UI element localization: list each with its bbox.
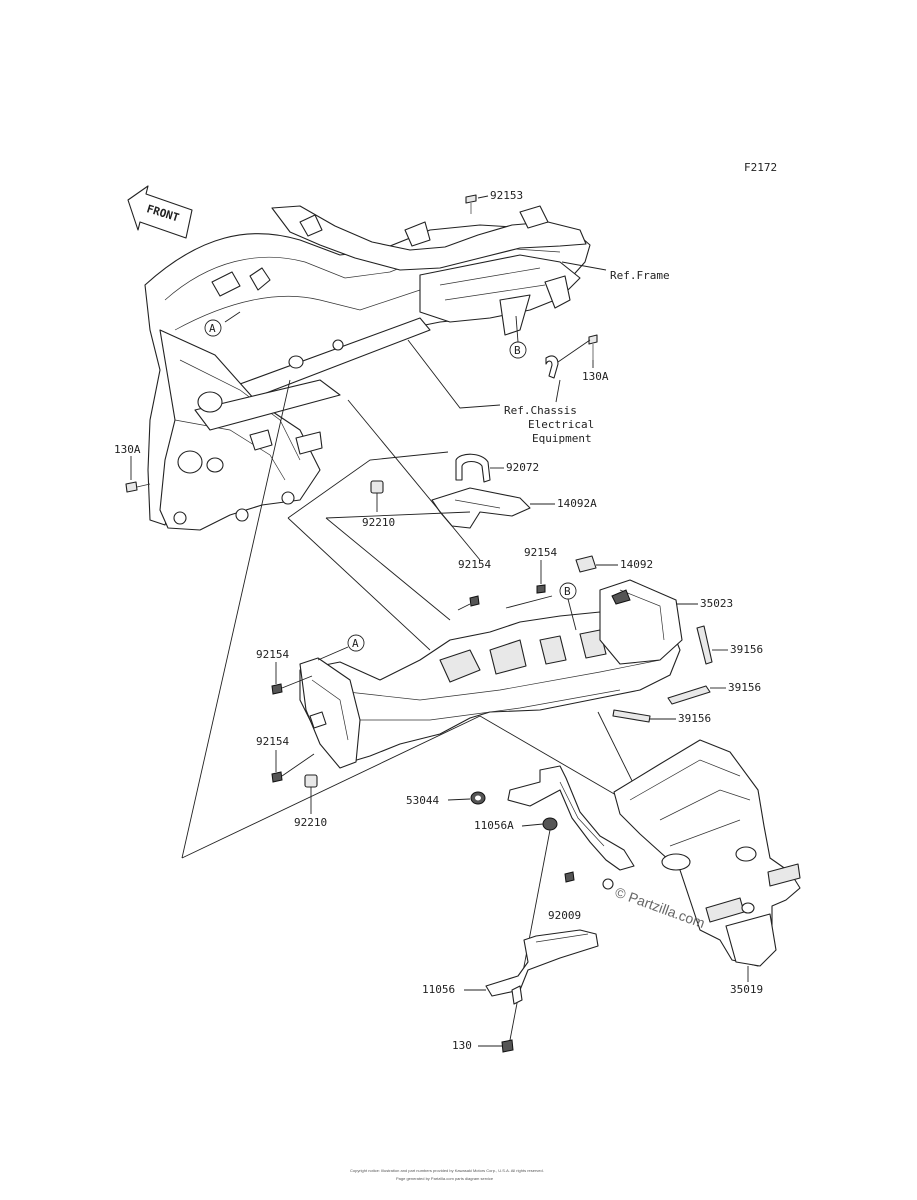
part-39156-a: 39156: [730, 643, 763, 656]
diagram-code: F2172: [744, 161, 777, 174]
part-92154-c: 92154: [256, 648, 289, 661]
part-130a-left: 130A: [114, 443, 141, 456]
part-92154-d: 92154: [256, 735, 289, 748]
part-14092: 14092: [620, 558, 653, 571]
part-39156-c: 39156: [678, 712, 711, 725]
part-130: 130: [452, 1039, 472, 1052]
part-92210-bot: 92210: [294, 816, 327, 829]
callout-a-frame-label: A: [209, 322, 216, 335]
callout-b-frame-label: B: [514, 344, 521, 357]
part-92072: 92072: [506, 461, 539, 474]
part-92154-a: 92154: [458, 558, 491, 571]
spacer-92210-bot-icon: [304, 774, 318, 788]
front-arrow-icon: FRONT: [127, 185, 193, 239]
part-92210-top: 92210: [362, 516, 395, 529]
bolt-92153-icon: [465, 194, 477, 214]
main-frame: [144, 205, 591, 531]
bolt-92154-d-icon: [271, 771, 283, 783]
bolt-130a-left-icon: [125, 481, 151, 493]
part-11056: 11056: [422, 983, 455, 996]
ref-chassis-line2: Electrical: [528, 418, 594, 431]
bolt-92154-b-icon: [536, 584, 546, 594]
callout-a-sub: [347, 634, 365, 652]
rear-fender: [613, 739, 801, 967]
clip-14092-icon: [575, 555, 597, 573]
bolt-130a-right-icon: [588, 334, 598, 360]
footer-line1: Copyright notice: Illustration and part …: [350, 1168, 544, 1173]
bracket-14092a-icon: [431, 487, 531, 529]
bolt-92154-c-icon: [271, 683, 283, 695]
spacer-92210-top-icon: [370, 480, 384, 494]
bolt-130-icon: [501, 1039, 514, 1053]
part-53044: 53044: [406, 794, 439, 807]
part-11056a: 11056A: [474, 819, 514, 832]
bracket-11056-icon: [485, 929, 599, 1005]
pad-39156-b-icon: [667, 685, 711, 705]
part-92009: 92009: [548, 909, 581, 922]
ref-frame-label: Ref.Frame: [610, 269, 670, 282]
part-92153: 92153: [490, 189, 523, 202]
part-35019: 35019: [730, 983, 763, 996]
grommet-53044-icon: [470, 791, 486, 805]
part-14092a: 14092A: [557, 497, 597, 510]
nut-11056a-icon: [542, 817, 558, 831]
bolt-92154-a-icon: [469, 595, 480, 607]
pad-39156-a-icon: [696, 625, 713, 665]
pad-39156-c-icon: [612, 709, 651, 723]
callout-a-sub-label: A: [352, 637, 359, 650]
part-39156-b: 39156: [728, 681, 761, 694]
callout-b-sub-label: B: [564, 585, 571, 598]
rear-subframe: [299, 579, 683, 769]
part-130a-right: 130A: [582, 370, 609, 383]
screw-92009-icon: [564, 871, 575, 883]
part-35023: 35023: [700, 597, 733, 610]
footer-line2: Page generated by Partzilla.com parts di…: [396, 1176, 494, 1181]
stay-bracket: [507, 765, 635, 890]
ref-chassis-line1: Ref.Chassis: [504, 404, 577, 417]
clamp-icon: [545, 355, 559, 379]
clamp-92072-icon: [455, 453, 491, 483]
part-92154-b: 92154: [524, 546, 557, 559]
callout-a-frame: [204, 319, 222, 337]
ref-chassis-line3: Equipment: [532, 432, 592, 445]
